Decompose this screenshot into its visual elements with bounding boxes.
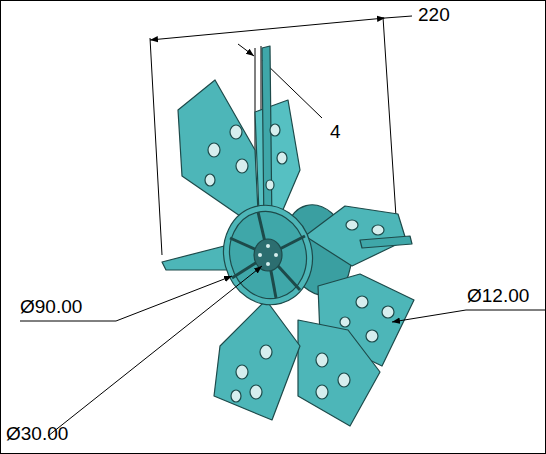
- dimension-value: 4: [330, 122, 341, 143]
- diameter-callout: Ø30.00: [6, 424, 68, 445]
- dimension-value: 220: [418, 5, 450, 26]
- diameter-callout: Ø90.00: [20, 297, 82, 318]
- diameter-callout: Ø12.00: [467, 286, 529, 307]
- paddle-wheel: [162, 46, 414, 426]
- leader-lines: [20, 266, 546, 436]
